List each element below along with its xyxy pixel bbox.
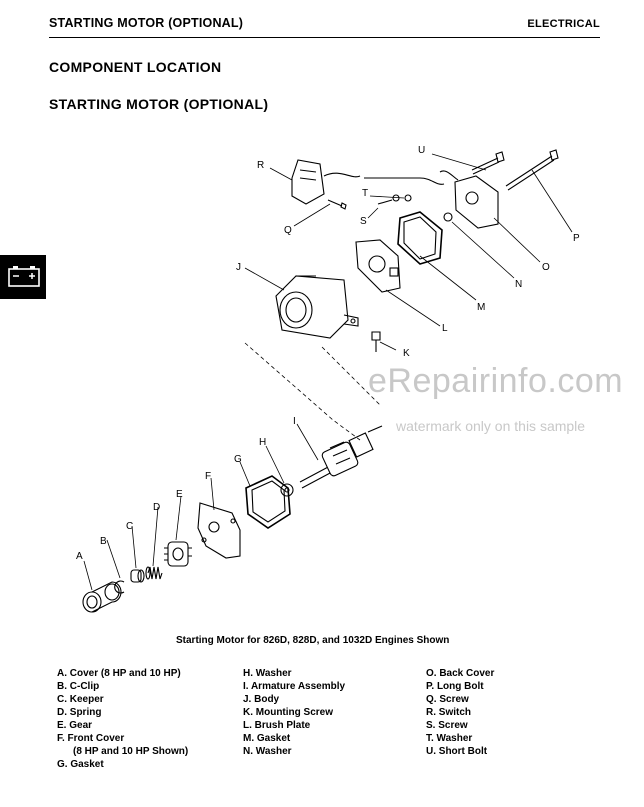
legend-item: E. Gear bbox=[57, 720, 93, 731]
part-armature bbox=[299, 425, 383, 489]
leader-lines bbox=[83, 153, 573, 591]
part-back-cover bbox=[439, 170, 499, 229]
legend-item: O. Back Cover bbox=[426, 668, 495, 679]
callout-r: R bbox=[257, 160, 264, 171]
part-cover bbox=[82, 581, 122, 613]
legend-item: A. Cover (8 HP and 10 HP) bbox=[57, 668, 181, 679]
legend-column-3: O. Back Cover P. Long Bolt Q. Screw R. S… bbox=[426, 667, 494, 758]
callout-o: O bbox=[542, 262, 550, 273]
legend-column-1: A. Cover (8 HP and 10 HP) B. C-Clip C. K… bbox=[57, 667, 188, 771]
legend-item: K. Mounting Screw bbox=[243, 707, 333, 718]
legend-item: F. Front Cover bbox=[57, 733, 125, 744]
legend-column-2: H. Washer I. Armature Assembly J. Body K… bbox=[243, 667, 345, 758]
callout-i: I bbox=[293, 416, 296, 427]
part-body bbox=[275, 275, 359, 339]
legend-item: U. Short Bolt bbox=[426, 746, 488, 757]
callout-t: T bbox=[362, 188, 368, 199]
legend-item: N. Washer bbox=[243, 746, 292, 757]
legend-item: J. Body bbox=[243, 694, 280, 705]
callout-labels: A B C D E F G H I J K L M N O P Q R S T … bbox=[76, 145, 580, 562]
part-washer-t bbox=[404, 194, 412, 202]
part-gear bbox=[164, 541, 192, 567]
legend-item: D. Spring bbox=[57, 707, 102, 718]
part-long-bolt bbox=[505, 149, 559, 191]
legend-item: M. Gasket bbox=[243, 733, 291, 744]
figure-caption: Starting Motor for 826D, 828D, and 1032D… bbox=[176, 635, 450, 646]
part-screw-q bbox=[327, 199, 347, 210]
callout-m: M bbox=[477, 302, 485, 313]
callout-d: D bbox=[153, 502, 160, 513]
callout-g: G bbox=[234, 454, 242, 465]
assembly-axis-line bbox=[244, 342, 361, 441]
category-label: ELECTRICAL bbox=[527, 18, 600, 30]
legend-item: I. Armature Assembly bbox=[243, 681, 346, 692]
part-gasket-rear bbox=[397, 211, 443, 265]
callout-e: E bbox=[176, 489, 183, 500]
heading-component-location: COMPONENT LOCATION bbox=[49, 59, 222, 75]
legend-item: T. Washer bbox=[426, 733, 473, 744]
part-spring bbox=[145, 566, 163, 580]
part-switch bbox=[291, 159, 361, 205]
callout-c: C bbox=[126, 521, 133, 532]
part-brush-plate bbox=[355, 239, 401, 293]
exploded-diagram: A B C D E F G H I J K L M N O P Q R S T … bbox=[76, 145, 580, 613]
watermark-brand: eRepairinfo.com bbox=[368, 362, 624, 400]
legend-item: G. Gasket bbox=[57, 759, 104, 770]
part-c-clip bbox=[114, 580, 125, 594]
legend-item: Q. Screw bbox=[426, 694, 469, 705]
part-mounting-screw bbox=[371, 331, 381, 352]
heading-starting-motor: STARTING MOTOR (OPTIONAL) bbox=[49, 96, 269, 112]
callout-q: Q bbox=[284, 225, 292, 236]
legend-item: P. Long Bolt bbox=[426, 681, 484, 692]
part-keeper bbox=[130, 569, 145, 583]
watermark-note: watermark only on this sample bbox=[396, 418, 586, 434]
callout-l: L bbox=[442, 323, 448, 334]
callout-h: H bbox=[259, 437, 266, 448]
part-front-cover bbox=[197, 502, 241, 559]
part-washer-h bbox=[280, 483, 294, 497]
part-washer-n bbox=[443, 212, 453, 222]
legend-item: S. Screw bbox=[426, 720, 468, 731]
callout-k: K bbox=[403, 348, 410, 359]
part-gasket-front bbox=[245, 475, 291, 529]
legend-item: B. C-Clip bbox=[57, 681, 100, 692]
callout-s: S bbox=[360, 216, 367, 227]
section-tab bbox=[0, 255, 46, 299]
callout-n: N bbox=[515, 279, 522, 290]
legend-item: H. Washer bbox=[243, 668, 292, 679]
legend-item: C. Keeper bbox=[57, 694, 104, 705]
legend-item-note: (8 HP and 10 HP Shown) bbox=[73, 746, 189, 757]
battery-icon bbox=[8, 266, 40, 287]
legend-item: R. Switch bbox=[426, 707, 472, 718]
section-title: STARTING MOTOR (OPTIONAL) bbox=[49, 16, 244, 30]
callout-f: F bbox=[205, 471, 211, 482]
part-short-bolt bbox=[471, 151, 505, 175]
legend-item: L. Brush Plate bbox=[243, 720, 311, 731]
header-rule bbox=[49, 37, 600, 38]
callout-p: P bbox=[573, 233, 580, 244]
callout-u: U bbox=[418, 145, 425, 156]
callout-j: J bbox=[236, 262, 241, 273]
callout-b: B bbox=[100, 536, 107, 547]
callout-a: A bbox=[76, 551, 83, 562]
